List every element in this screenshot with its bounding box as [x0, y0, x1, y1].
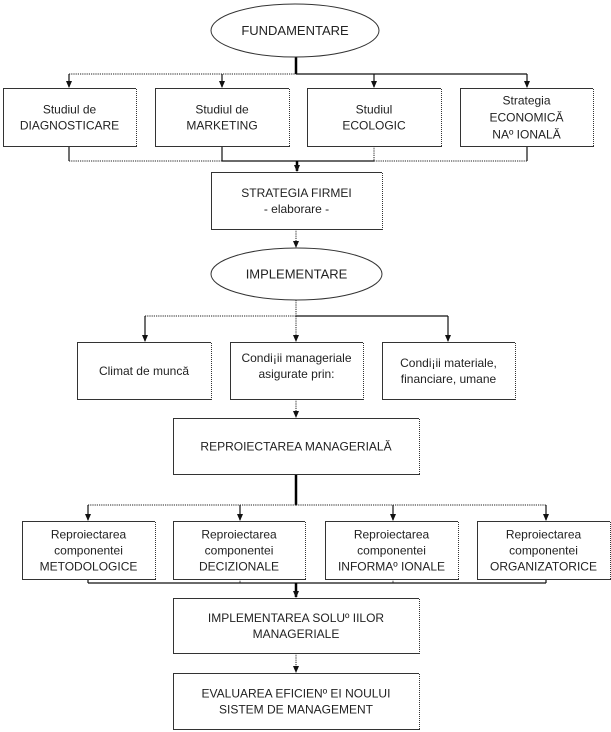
node-reproiectarea-manageriala: REPROIECTAREA MANAGERIALĂ — [173, 418, 420, 475]
box-shape — [211, 172, 383, 230]
node-label-line: Strategia — [502, 93, 550, 107]
node-fundamentare: FUNDAMENTARE — [210, 3, 380, 58]
arrow-head-icon — [543, 514, 549, 521]
arrow-head-icon — [293, 666, 299, 673]
box-shape — [77, 342, 212, 400]
box-shape — [173, 418, 420, 475]
arrow-head-icon — [371, 81, 377, 88]
node-label-line: REPROIECTAREA MANAGERIALĂ — [200, 438, 391, 453]
arrow-head-icon — [66, 81, 72, 88]
arrow-head-icon — [142, 335, 148, 342]
box-shape — [3, 88, 137, 147]
node-strategia-firmei: STRATEGIA FIRMEI - elaborare - — [211, 172, 383, 230]
box-shape — [460, 88, 594, 147]
node-label-line: ECONOMICĂ — [489, 109, 563, 124]
box-shape — [307, 88, 442, 147]
node-conditii-manageriale: Condi¡ii manageriale asigurate prin: — [230, 342, 364, 400]
box-shape — [173, 521, 306, 580]
node-label-line: financiare, umane — [401, 372, 497, 386]
node-label-line: Studiul de — [195, 102, 249, 116]
node-label-line: Studiul — [356, 102, 393, 116]
arrow-head-icon — [293, 591, 299, 598]
node-label-line: componentei — [205, 543, 274, 557]
box-shape — [382, 342, 516, 400]
node-label-line: Reproiectarea — [506, 527, 582, 541]
node-label-line: Condi¡ii manageriale — [241, 351, 351, 365]
ellipse-shape — [210, 247, 383, 301]
arrow-head-icon — [445, 335, 451, 342]
node-label-line: Studiul de — [43, 102, 97, 116]
box-shape — [230, 342, 364, 400]
node-label-line: - elaborare - — [264, 202, 329, 216]
node-label-line: IMPLEMENTAREA SOLUº IILOR — [208, 611, 385, 625]
node-label-line: IMPLEMENTARE — [246, 267, 348, 282]
node-label-line: componentei — [357, 543, 426, 557]
box-shape — [22, 521, 156, 580]
arrow-head-icon — [293, 411, 299, 418]
node-label-line: DIAGNOSTICARE — [20, 118, 119, 132]
node-studiu-diagnosticare: Studiul de DIAGNOSTICARE — [3, 88, 137, 147]
node-label-line: FUNDAMENTARE — [241, 23, 349, 38]
node-label-line: MANAGERIALE — [253, 627, 340, 641]
node-label-line: SISTEM DE MANAGEMENT — [219, 702, 374, 716]
connectors — [66, 57, 549, 673]
node-label-line: ORGANIZATORICE — [490, 559, 597, 573]
node-studiu-marketing: Studiul de MARKETING — [155, 88, 290, 147]
node-label-line: METODOLOGICE — [40, 559, 138, 573]
arrow-head-icon — [85, 514, 91, 521]
node-label-line: INFORMAº IONALE — [338, 559, 445, 573]
node-conditii-materiale: Condi¡ii materiale, financiare, umane — [382, 342, 516, 400]
node-label-line: NAº IONALĂ — [492, 126, 560, 141]
ellipse-shape — [210, 3, 380, 58]
node-label-line: DECIZIONALE — [199, 559, 279, 573]
node-label-line: Reproiectarea — [201, 527, 277, 541]
node-label-line: EVALUAREA EFICIENº EI NOULUI — [202, 686, 391, 700]
node-label-line: componentei — [54, 543, 123, 557]
arrow-head-icon — [294, 165, 300, 172]
box-shape — [155, 88, 290, 147]
arrow-head-icon — [524, 81, 530, 88]
arrow-head-icon — [293, 335, 299, 342]
node-label-line: asigurate prin: — [258, 367, 334, 381]
arrow-head-icon — [237, 514, 243, 521]
arrow-head-icon — [390, 514, 396, 521]
node-label-line: Condi¡ii materiale, — [400, 356, 497, 370]
node-label-line: Climat de muncă — [99, 364, 189, 378]
node-label-line: Reproiectarea — [354, 527, 430, 541]
arrow-head-icon — [293, 241, 299, 248]
node-implementarea-solutiilor: IMPLEMENTAREA SOLUº IILOR MANAGERIALE — [173, 598, 420, 654]
node-implementare: IMPLEMENTARE — [210, 247, 383, 301]
node-climat-munca: Climat de muncă — [77, 342, 212, 400]
node-label-line: STRATEGIA FIRMEI — [241, 186, 351, 200]
node-evaluarea-eficientei: EVALUAREA EFICIENº EI NOULUI SISTEM DE MA… — [173, 673, 420, 730]
node-label-line: MARKETING — [186, 118, 257, 132]
arrow-head-icon — [219, 81, 225, 88]
box-shape — [477, 521, 611, 580]
node-label-line: Reproiectarea — [51, 527, 127, 541]
node-label-line: componentei — [509, 543, 578, 557]
node-label-line: ECOLOGIC — [342, 118, 406, 132]
box-shape — [325, 521, 459, 580]
